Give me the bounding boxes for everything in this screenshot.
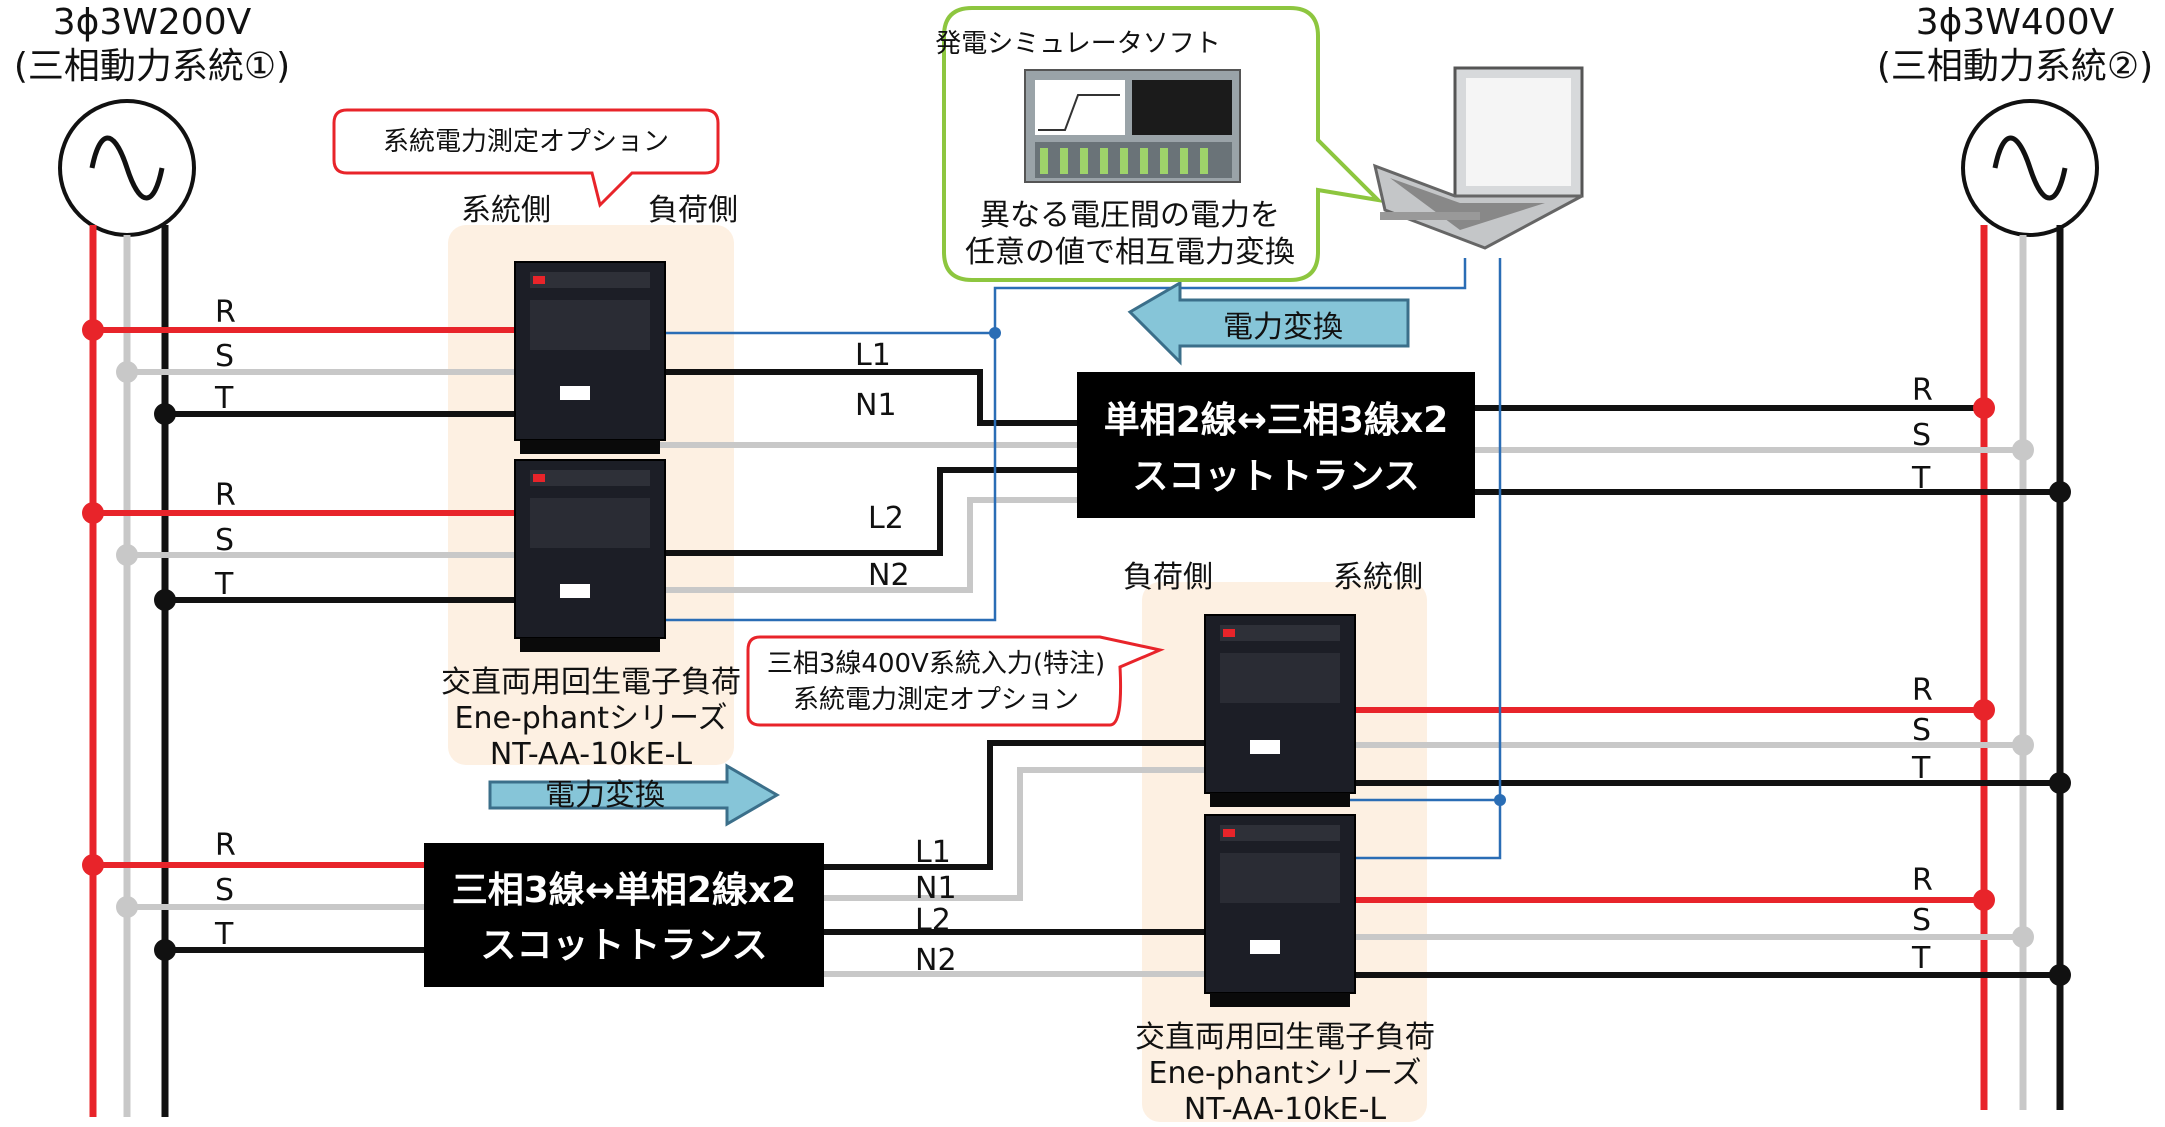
transformer-bottom-line1: 三相3線↔単相2線x2 [452, 870, 797, 911]
software-screenshot [1024, 69, 1241, 183]
phase-label-t: T [1911, 751, 1931, 786]
phase-label-r: R [215, 295, 236, 330]
power-conversion-label-bottom: 電力変換 [545, 778, 665, 813]
phase-label-s: S [1912, 903, 1931, 938]
grid-side-label: 系統側 [1333, 560, 1423, 595]
ac-source-2-icon [1961, 99, 2099, 237]
phase-label-r: R [1912, 863, 1933, 898]
source2-name: (三相動力系統②) [1877, 46, 2153, 87]
phase-label-r: R [1912, 673, 1933, 708]
electronic-load-4 [1204, 814, 1356, 1007]
laptop-icon [1372, 66, 1584, 250]
phase-label-t: T [1911, 461, 1931, 496]
phase-label-s: S [215, 339, 234, 374]
line-label-n1: N1 [855, 388, 897, 423]
phase-label-t: T [214, 917, 234, 952]
callout-bottom-line1: 三相3線400V系統入力(特注) [767, 649, 1105, 679]
power-conversion-arrow-left-icon [1127, 280, 1410, 366]
ac-source-1-icon [58, 99, 196, 237]
phase-label-r: R [215, 828, 236, 863]
phase-label-s: S [1912, 713, 1931, 748]
load-side-label: 負荷側 [648, 193, 738, 228]
transformer-top-line2: スコットトランス [1132, 456, 1419, 497]
product-series-right: Ene-phantシリーズ [1149, 1056, 1422, 1091]
junction-dots [82, 319, 2071, 986]
scott-transformer-bottom [424, 843, 824, 987]
power-conversion-label-top: 電力変換 [1223, 310, 1343, 345]
callout-bottom [746, 635, 1165, 727]
callout-top-text: 系統電力測定オプション [383, 127, 669, 157]
phase-label-t: T [214, 567, 234, 602]
product-name-right: 交直両用回生電子負荷 [1135, 1020, 1435, 1055]
scott-transformer-top [1077, 372, 1475, 518]
callout-bottom-line2: 系統電力測定オプション [793, 685, 1079, 715]
product-model-right: NT-AA-10kE-L [1184, 1092, 1387, 1127]
product-series-left: Ene-phantシリーズ [455, 701, 728, 736]
phase-label-s: S [215, 523, 234, 558]
phase-label-t: T [214, 381, 234, 416]
transformer-bottom-line2: スコットトランス [480, 925, 767, 966]
transformer-top-line1: 単相2線↔三相3線x2 [1104, 400, 1449, 441]
phase-label-s: S [215, 873, 234, 908]
electronic-load-2 [514, 459, 666, 652]
line-label-n2: N2 [915, 943, 957, 978]
phase-label-r: R [215, 478, 236, 513]
electronic-load-1 [514, 261, 666, 454]
software-desc-line2: 任意の値で相互電力変換 [965, 235, 1295, 270]
phase-label-s: S [1912, 418, 1931, 453]
load-side-label: 負荷側 [1123, 560, 1213, 595]
grid-side-label: 系統側 [461, 193, 551, 228]
source1-spec: 3ϕ3W200V [53, 2, 252, 43]
callout-top [332, 108, 720, 208]
power-conversion-arrow-right-icon [488, 763, 780, 827]
line-label-l2: L2 [868, 501, 904, 536]
line-label-l2: L2 [915, 903, 951, 938]
source2-spec: 3ϕ3W400V [1916, 2, 2115, 43]
line-label-l1: L1 [855, 338, 891, 373]
product-name-left: 交直両用回生電子負荷 [441, 665, 741, 700]
software-desc-line1: 異なる電圧間の電力を [980, 198, 1280, 233]
line-label-n1: N1 [915, 871, 957, 906]
electronic-load-3 [1204, 614, 1356, 807]
phase-label-t: T [1911, 941, 1931, 976]
source1-name: (三相動力系統①) [14, 46, 290, 87]
line-label-n2: N2 [868, 558, 910, 593]
product-model-left: NT-AA-10kE-L [490, 737, 693, 772]
line-label-l1: L1 [915, 835, 951, 870]
phase-label-r: R [1912, 373, 1933, 408]
software-title: 発電シミュレータソフト [935, 29, 1220, 59]
